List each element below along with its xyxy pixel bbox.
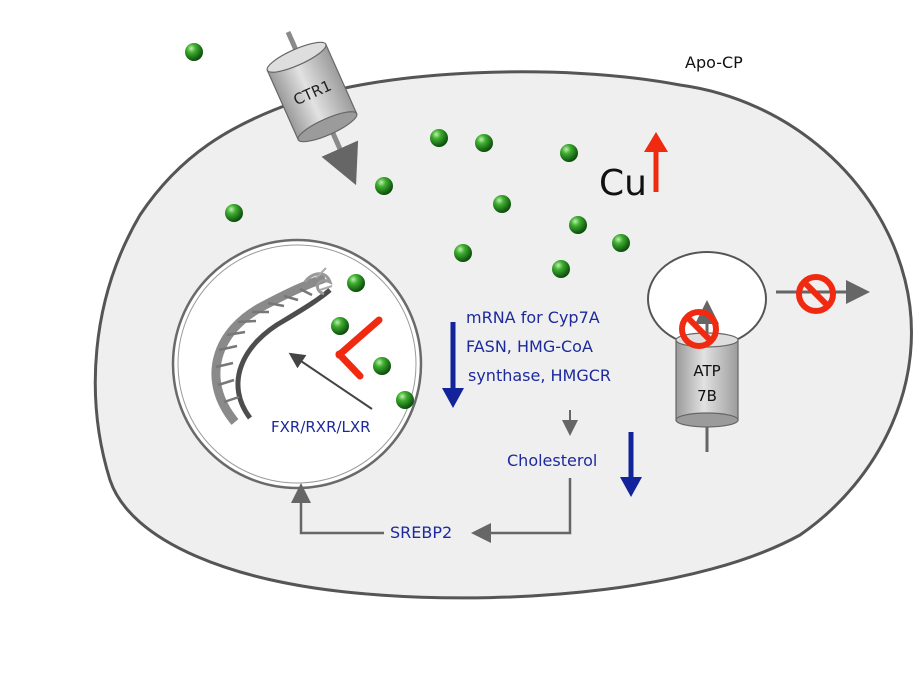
mrna-label-line1: mRNA for Cyp7A	[466, 308, 600, 327]
fxr-to-dna-arrow	[288, 352, 373, 410]
feedback-pathway	[291, 478, 572, 543]
inhibition-icon	[335, 316, 383, 380]
no-entry-icon	[679, 309, 719, 349]
mrna-label-line3: synthase, HMGCR	[468, 366, 611, 385]
atp7b-transporter: ATP 7B	[675, 300, 739, 452]
dna-helix-icon	[211, 267, 333, 425]
copper-ion-icon	[331, 317, 349, 335]
copper-ion-icon	[347, 274, 365, 292]
copper-ion-icon	[475, 134, 493, 152]
copper-ion-icon	[493, 195, 511, 213]
increase-arrow-icon	[644, 132, 668, 192]
srebp2-label: SREBP2	[390, 523, 452, 542]
copper-ion-icon	[560, 144, 578, 162]
copper-particles	[185, 43, 630, 278]
atp7b-label-line1: ATP	[693, 362, 720, 380]
atp7b-label-line2: 7B	[697, 387, 717, 405]
copper-ion-icon	[373, 357, 391, 375]
cu-label: Cu	[599, 163, 647, 204]
cholesterol-label: Cholesterol	[507, 451, 597, 470]
decrease-arrow-icon	[620, 432, 642, 497]
mrna-label-line2: FASN, HMG-CoA	[466, 337, 593, 356]
copper-ion-icon	[396, 391, 414, 409]
decrease-arrow-icon	[442, 322, 464, 408]
copper-ion-icon	[569, 216, 587, 234]
copper-ion-icon	[375, 177, 393, 195]
copper-ion-icon	[454, 244, 472, 262]
copper-ion-icon	[185, 43, 203, 61]
copper-ion-icon	[430, 129, 448, 147]
ctr1-transporter: CTR1	[266, 30, 359, 186]
copper-ion-icon	[552, 260, 570, 278]
copper-ion-icon	[612, 234, 630, 252]
no-entry-icon	[796, 274, 836, 314]
fxr-label: FXR/RXR/LXR	[271, 418, 371, 436]
copper-ion-icon	[225, 204, 243, 222]
apo-cp-label: Apo-CP	[685, 53, 743, 72]
